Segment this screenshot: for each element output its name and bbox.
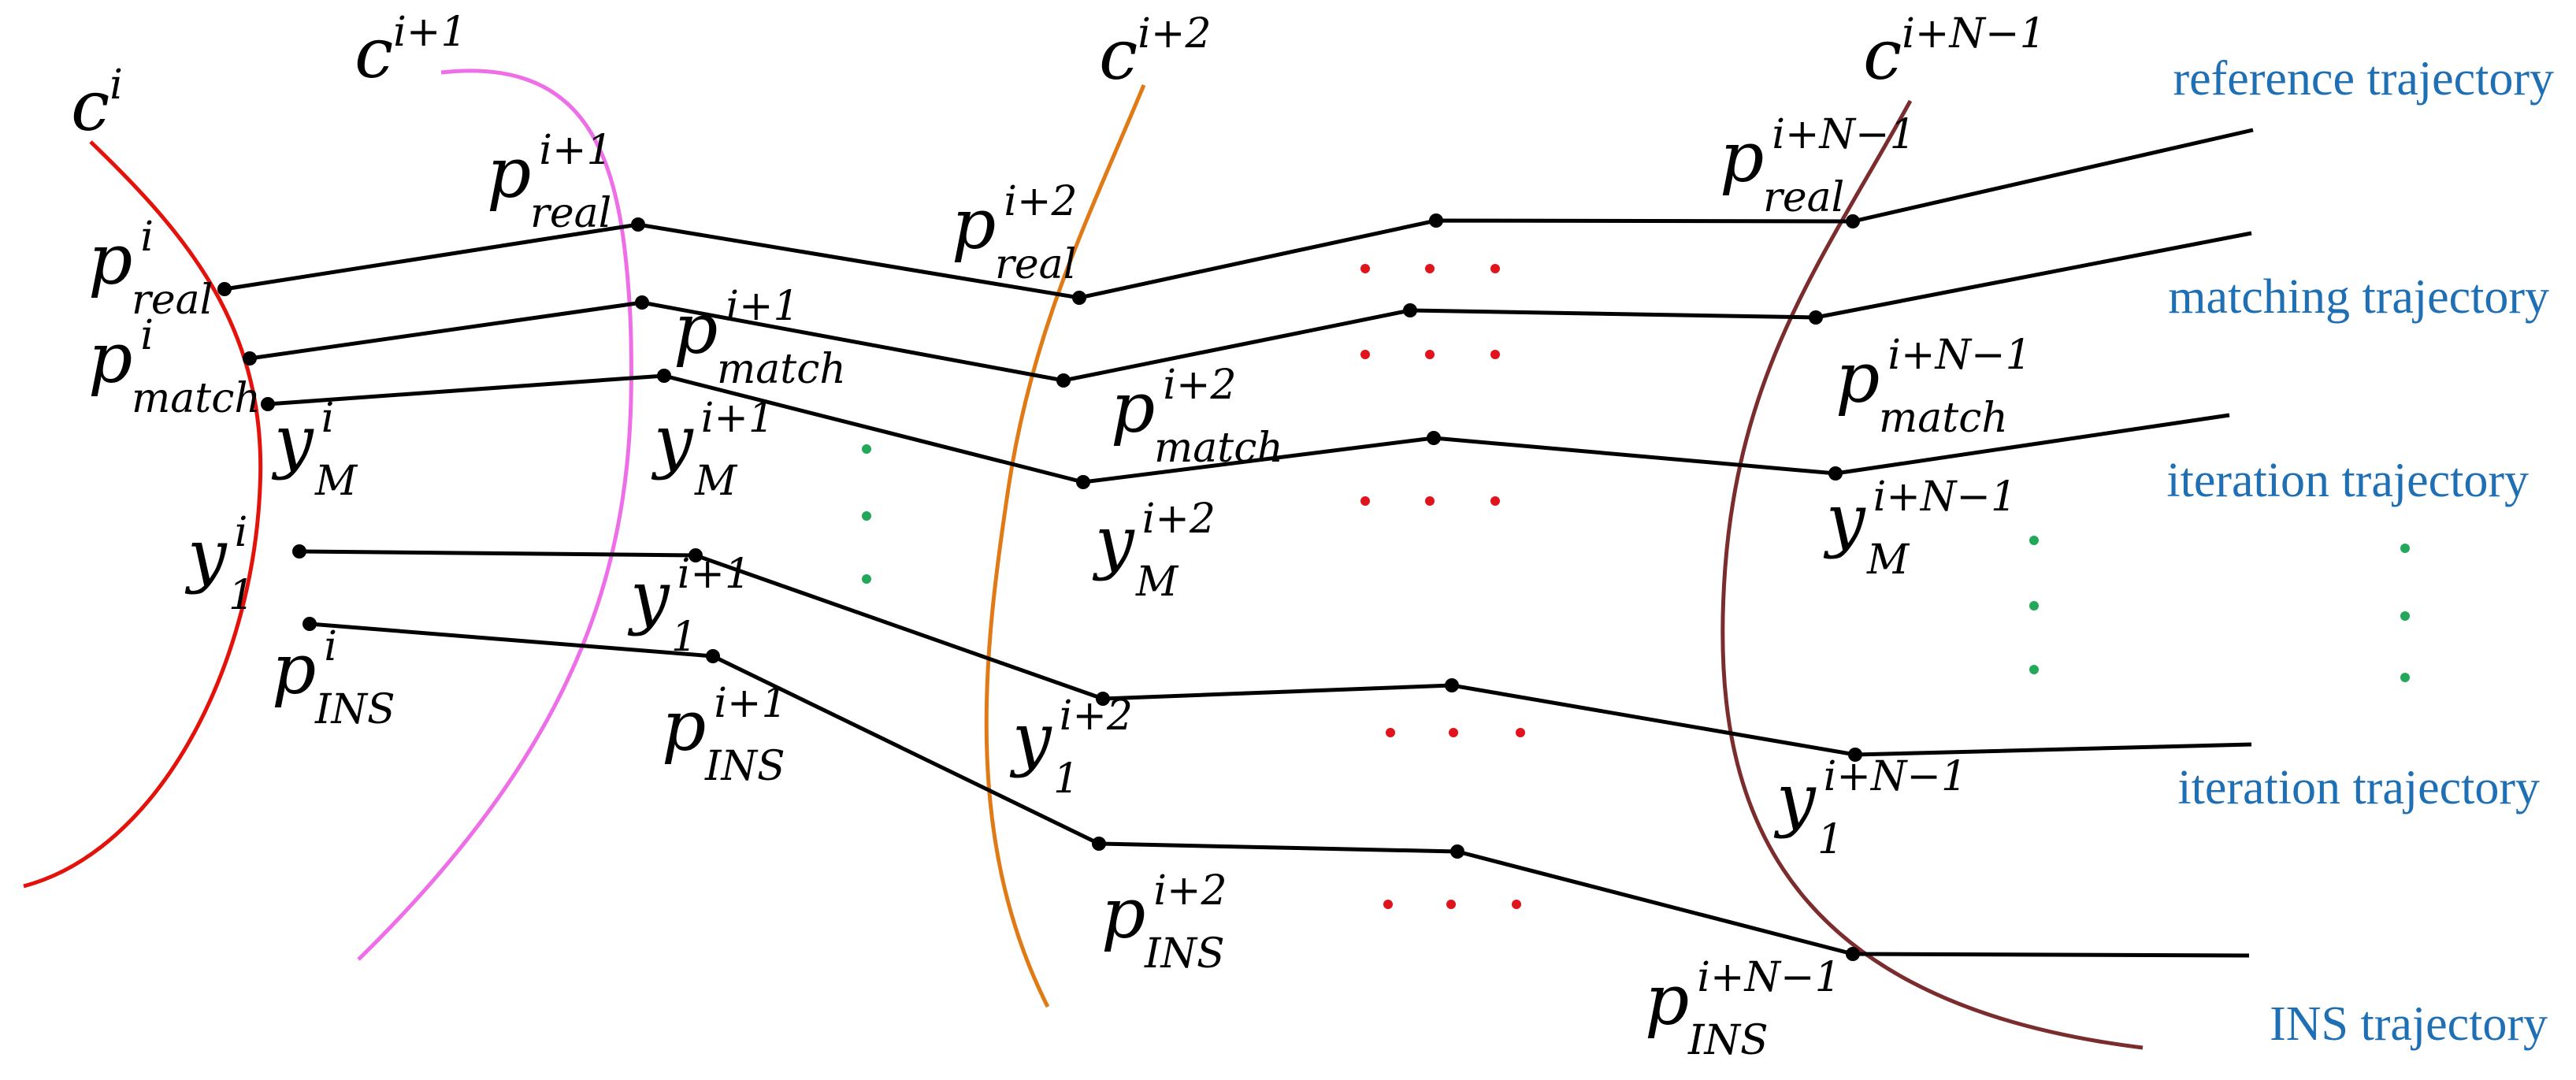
label-c-iN1: ci+N−1	[1863, 10, 2046, 95]
point-ins-mid	[1450, 844, 1464, 859]
ellipsis-dot-vertical	[2400, 544, 2410, 553]
iteration-trajectory-m	[267, 373, 2230, 484]
ellipsis-dot	[1360, 350, 1370, 359]
ellipsis-dots-red	[1360, 264, 1525, 909]
ellipsis-dot-vertical	[2029, 536, 2039, 545]
ellipsis-dot-vertical	[2029, 601, 2039, 611]
point-reference-mid	[1429, 213, 1443, 228]
point-p-INS-iN1	[1846, 947, 1860, 961]
point-y-M-i1	[657, 369, 671, 383]
point-iteration-1-mid	[1445, 678, 1459, 692]
ellipsis-dot	[1425, 350, 1435, 359]
curve-labels: ci ci+1 ci+2 ci+N−1	[71, 9, 2046, 147]
ellipsis-dot	[1446, 900, 1456, 909]
label-matching-trajectory: matching trajectory	[2168, 270, 2549, 324]
ellipsis-dot-vertical	[862, 511, 871, 521]
contour-curve-c-iN1	[1720, 99, 2144, 1050]
ellipsis-dot	[1425, 264, 1435, 273]
label-iteration-trajectory-m: iteration trajectory	[2166, 454, 2529, 507]
reference-trajectory-line	[224, 128, 2254, 300]
iteration-trajectory-m-line	[267, 373, 2230, 484]
iteration-trajectory-1	[299, 549, 2252, 757]
ins-trajectory	[309, 622, 2250, 958]
ellipsis-dot	[1449, 728, 1458, 737]
point-p-real-i2	[1072, 291, 1086, 305]
point-p-real-iN1	[1846, 214, 1860, 228]
matching-trajectory	[249, 231, 2252, 383]
label-c-i: ci	[71, 61, 123, 147]
point-p-INS-i	[303, 617, 317, 631]
ellipsis-dot-vertical	[2400, 611, 2410, 621]
ellipsis-dot	[1425, 496, 1435, 506]
point-p-real-i	[217, 282, 232, 296]
point-p-match-i1	[635, 295, 649, 310]
ellipsis-dot	[1512, 900, 1521, 909]
point-p-real-i1	[631, 217, 645, 232]
point-matching-mid	[1403, 303, 1417, 317]
ellipsis-dot-vertical	[862, 574, 871, 584]
reference-trajectory	[224, 128, 2254, 300]
label-c-i1: ci+1	[354, 9, 467, 94]
label-ins-trajectory: INS trajectory	[2270, 997, 2548, 1051]
ellipsis-dot	[1383, 900, 1393, 909]
point-y-1-i2	[1096, 692, 1110, 706]
label-reference-trajectory: reference trajectory	[2173, 52, 2554, 106]
ellipsis-dot	[1360, 496, 1370, 506]
label-c-i2: ci+2	[1099, 10, 1212, 95]
point-y-M-iN1	[1828, 466, 1843, 481]
point-iteration-m-mid	[1427, 431, 1441, 445]
matching-trajectory-line	[249, 231, 2252, 383]
point-y-1-i1	[689, 548, 703, 562]
ellipsis-dot	[1516, 728, 1525, 737]
trajectory-points	[217, 213, 1862, 961]
ellipsis-dot	[1386, 728, 1395, 737]
point-y-M-i	[261, 397, 275, 411]
point-y-1-iN1	[1848, 748, 1862, 762]
point-y-M-i2	[1076, 475, 1090, 489]
ellipsis-dot	[1360, 264, 1370, 273]
ellipsis-dots-green	[862, 444, 2410, 682]
point-p-INS-i1	[706, 649, 720, 663]
iteration-trajectory-1-line	[299, 549, 2252, 757]
label-iteration-trajectory-1: iteration trajectory	[2177, 761, 2540, 815]
contour-curve-c-i	[23, 140, 263, 889]
ellipsis-dot	[1490, 350, 1500, 359]
contour-curve-c-i2	[984, 84, 1146, 1008]
ins-trajectory-line	[309, 622, 2250, 958]
point-p-match-i2	[1056, 373, 1071, 388]
point-p-match-i	[243, 351, 257, 366]
point-p-INS-i2	[1092, 837, 1106, 851]
ellipsis-dot-vertical	[2400, 673, 2410, 682]
point-y-1-i	[292, 544, 306, 559]
contour-curve-c-i1	[357, 69, 634, 961]
ellipsis-dot	[1490, 264, 1500, 273]
trajectory-name-labels: reference trajectory matching trajectory…	[2166, 52, 2554, 1051]
point-p-match-iN1	[1809, 310, 1823, 325]
ellipsis-dot-vertical	[862, 444, 871, 454]
ellipsis-dot-vertical	[2029, 665, 2039, 674]
ellipsis-dot	[1490, 496, 1500, 506]
